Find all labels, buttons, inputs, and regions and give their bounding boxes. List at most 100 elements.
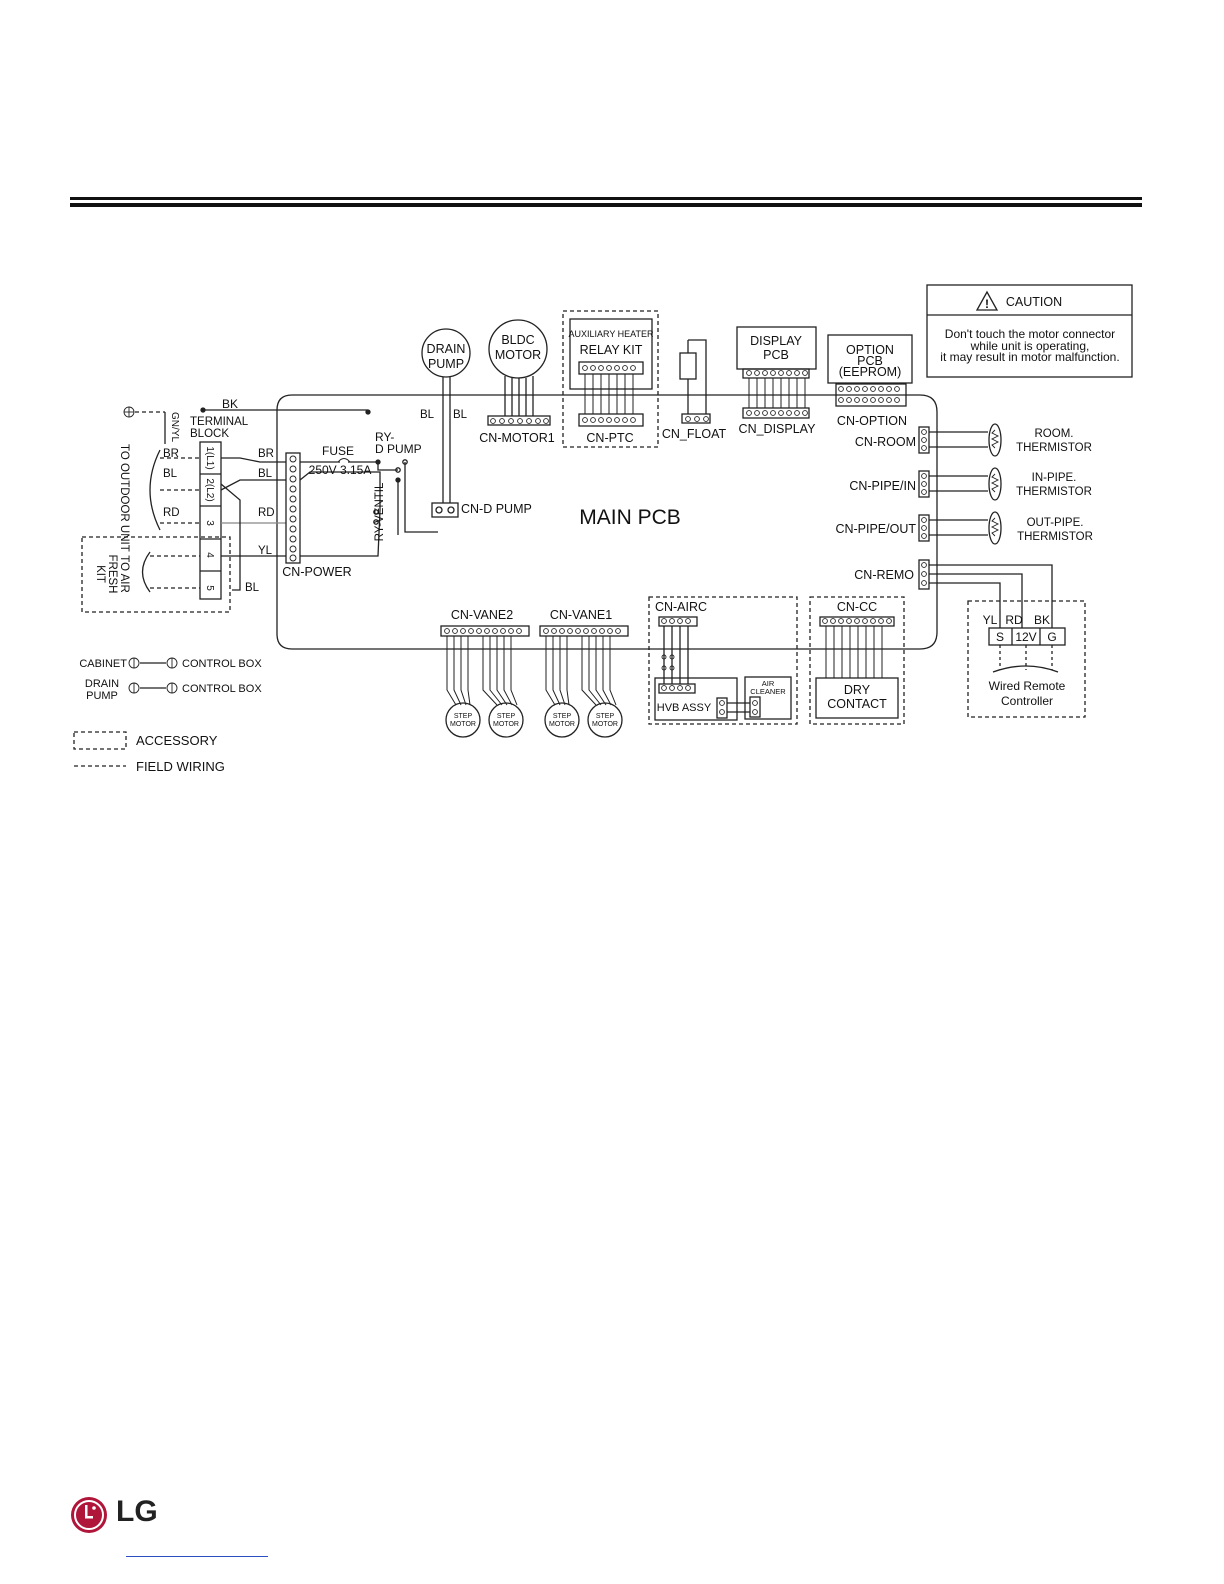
option-pcb-label-3: (EEPROM): [839, 365, 902, 379]
drain-pump-ground-label-2: PUMP: [86, 690, 118, 702]
air-cleaner-label-1: AIR: [762, 679, 775, 688]
room-thermistor: [988, 423, 1002, 457]
wire-bl-bottom: BL: [245, 582, 260, 594]
cn-airc-connector: [658, 616, 698, 627]
room-thermistor-label-1: ROOM.: [1035, 428, 1074, 440]
wire-yl-label: YL: [258, 545, 273, 557]
remote-terminal-block: [988, 627, 1066, 646]
header-rule-top: [70, 197, 1142, 200]
main-pcb-outline: [276, 394, 938, 650]
ry-dpump-label-1: RY-: [375, 430, 394, 444]
caution-line1: Don't touch the motor connector: [945, 327, 1115, 341]
drain-wire-bl-2: BL: [453, 409, 468, 421]
drain-wire-bl-1: BL: [420, 409, 435, 421]
wire-rd-right: RD: [258, 507, 275, 519]
caution-line3: it may result in motor malfunction.: [940, 350, 1119, 364]
air-cleaner-label-2: CLEANER: [750, 687, 786, 696]
step-motor-4: [587, 702, 623, 738]
terminal-2-label: 2(L2): [204, 478, 215, 501]
to-outdoor-unit-label: TO OUTDOOR UNIT: [118, 444, 130, 552]
remote-term-yl: YL: [983, 613, 998, 627]
bldc-motor-label-2: MOTOR: [495, 348, 541, 362]
terminal-1-label: 1(L1): [204, 446, 215, 469]
cn-pipe-in-label: CN-PIPE/IN: [849, 479, 916, 493]
cn-cc-accessory-box: [809, 596, 905, 725]
step-motor-1-label-1: STEP: [454, 713, 473, 720]
air-cleaner: [744, 676, 792, 720]
option-pcb-label-2: PCB: [857, 354, 883, 368]
bldc-motor-label-1: BLDC: [501, 333, 534, 347]
aux-heater-accessory-box: [562, 310, 659, 448]
cn-float-label: CN_FLOAT: [662, 427, 727, 441]
warning-icon: !: [985, 297, 989, 311]
aux-heater-label-1: AUXILIARY HEATER: [568, 329, 654, 339]
dry-contact-label-2: CONTACT: [827, 697, 887, 711]
cabinet-label: CABINET: [79, 658, 127, 670]
cn-cc-connector: [819, 616, 895, 627]
cn-motor1-connector: [487, 415, 551, 426]
dry-contact-label-1: DRY: [844, 683, 871, 697]
cn-power-connector: [285, 452, 301, 564]
option-pcb: [827, 334, 913, 384]
cn-airc-label: CN-AIRC: [655, 600, 707, 614]
cn-display-connector: [742, 407, 810, 419]
step-motor-3: [544, 702, 580, 738]
caution-line2: while unit is operating,: [970, 339, 1090, 353]
terminal-5-label: 5: [204, 585, 215, 591]
cn-ptc-connector: [578, 413, 644, 427]
cn-vane1-label: CN-VANE1: [550, 608, 612, 622]
fuse-label-2: 250V 3.15A: [309, 463, 372, 477]
step-motor-4-label-1: STEP: [596, 713, 615, 720]
remote-term-rd: RD: [1005, 613, 1023, 627]
inpipe-thermistor: [988, 467, 1002, 501]
option-pcb-label-1: OPTION: [846, 343, 894, 357]
terminal-4-label: 4: [204, 552, 215, 558]
drain-pump-label-1: DRAIN: [427, 342, 466, 356]
terminal-3-label: 3: [204, 520, 215, 526]
wire-br-left: BR: [163, 448, 179, 460]
inpipe-thermistor-label-2: THERMISTOR: [1016, 486, 1092, 498]
wire-bl-left: BL: [163, 468, 178, 480]
outpipe-thermistor: [988, 511, 1002, 545]
cn-dpump-connector: [431, 502, 459, 518]
hvb-assy-label: HVB ASSY: [657, 702, 712, 714]
cn-option-connector: [835, 383, 907, 407]
gnyl-label: GN/YL: [169, 412, 180, 442]
step-motor-2-label-2: MOTOR: [493, 721, 519, 728]
cn-remo-label: CN-REMO: [854, 568, 914, 582]
lg-logo: [71, 1497, 107, 1533]
ry-dpump-label-2: D PUMP: [375, 442, 422, 456]
step-motor-2: [488, 702, 524, 738]
cn-pipe-out-label: CN-PIPE/OUT: [835, 522, 916, 536]
to-air-fresh-label-1: TO AIR: [118, 555, 130, 593]
cn-vane2-connector: [440, 625, 530, 637]
legend-accessory-label: ACCESSORY: [136, 733, 218, 748]
remote-pin-12v: 12V: [1015, 630, 1036, 644]
cn-ptc-label: CN-PTC: [586, 431, 633, 445]
dry-contact: [815, 677, 899, 719]
step-motor-3-label-2: MOTOR: [549, 721, 575, 728]
cn-motor1-label: CN-MOTOR1: [479, 431, 555, 445]
to-air-fresh-label-3: KIT: [94, 565, 106, 583]
cn-vane1-connector: [539, 625, 629, 637]
drain-pump-label-2: PUMP: [428, 357, 464, 371]
fuse-label-1: FUSE: [322, 444, 354, 458]
remote-term-bk: BK: [1034, 613, 1050, 627]
hvb-assy: [654, 677, 738, 721]
wire-bl-right: BL: [258, 468, 273, 480]
aux-heater-label-2: RELAY KIT: [580, 343, 643, 357]
control-box-label-1: CONTROL BOX: [182, 658, 262, 670]
legend-accessory-swatch: [73, 731, 127, 750]
cn-pipe-out-connector: [918, 514, 930, 542]
outpipe-thermistor-label-2: THERMISTOR: [1017, 531, 1093, 543]
terminal-block-label-1: TERMINAL: [190, 416, 249, 428]
terminal-block-label-2: BLOCK: [190, 428, 229, 440]
cn-remo-connector: [918, 559, 930, 590]
cn-cc-label: CN-CC: [837, 600, 877, 614]
footer-link-underline[interactable]: [126, 1556, 268, 1557]
cn-room-connector: [918, 426, 930, 454]
remote-pin-g: G: [1047, 630, 1056, 644]
cn-dpump-label: CN-D PUMP: [461, 502, 532, 516]
cn-pipe-in-connector: [918, 470, 930, 498]
